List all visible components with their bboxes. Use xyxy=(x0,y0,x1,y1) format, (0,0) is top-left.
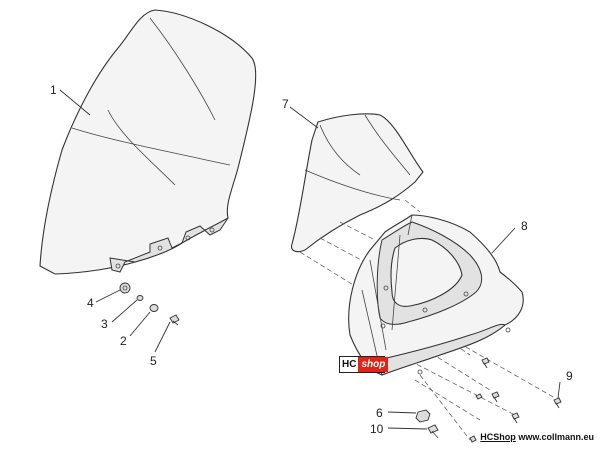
callout-3: 3 xyxy=(101,317,108,331)
clip-part-6 xyxy=(415,409,431,423)
callout-6: 6 xyxy=(376,406,383,420)
hcshop-logo: HC shop xyxy=(339,356,389,373)
callout-1: 1 xyxy=(50,83,57,97)
callout-8: 8 xyxy=(521,219,528,233)
callout-5: 5 xyxy=(150,354,157,368)
nut-part-4 xyxy=(119,282,131,294)
callout-4: 4 xyxy=(87,296,94,310)
callout-9: 9 xyxy=(566,369,573,383)
washer-part-3 xyxy=(136,295,144,301)
footer-credit: HCShop www.collmann.eu xyxy=(480,432,594,442)
washer-part-2 xyxy=(149,304,159,312)
windscreen-hardware xyxy=(119,282,180,326)
footer-brand: HCShop xyxy=(480,432,516,442)
fairing-part-8 xyxy=(348,214,524,376)
screw-part-10 xyxy=(427,424,439,439)
deflector-part-7 xyxy=(291,113,424,253)
screws-part-9 xyxy=(469,357,562,443)
callout-2: 2 xyxy=(120,334,127,348)
logo-hc: HC xyxy=(340,357,359,372)
callout-7: 7 xyxy=(282,97,289,111)
logo-shop: shop xyxy=(358,357,389,372)
footer-url[interactable]: www.collmann.eu xyxy=(518,432,594,442)
callout-labels: 1 4 3 2 5 7 8 9 6 10 xyxy=(50,83,573,436)
leader-lines xyxy=(59,89,561,430)
windscreen-part-1 xyxy=(39,9,257,275)
screw-part-5 xyxy=(169,314,180,326)
callout-10: 10 xyxy=(370,422,384,436)
